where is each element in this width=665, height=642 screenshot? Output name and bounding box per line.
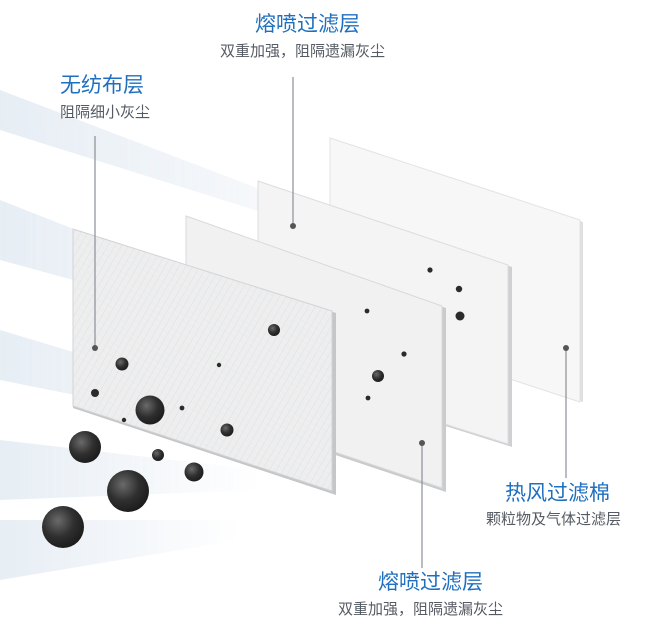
label-meltblown-top-title: 熔喷过滤层 <box>255 12 360 36</box>
label-meltblown-bottom-desc: 双重加强，阻隔遗漏灰尘 <box>338 600 504 618</box>
label-hot-air-cotton-desc: 颗粒物及气体过滤层 <box>486 510 622 528</box>
filter-sheet-nonwoven <box>72 228 336 495</box>
label-leader-lines <box>92 77 569 568</box>
dust-particles <box>42 395 204 548</box>
label-meltblown-top-desc: 双重加强，阻隔遗漏灰尘 <box>220 42 386 60</box>
label-nonwoven-desc: 阻隔细小灰尘 <box>60 103 151 121</box>
label-meltblown-bottom-title: 熔喷过滤层 <box>378 570 483 594</box>
label-nonwoven-title: 无纺布层 <box>60 73 144 97</box>
label-hot-air-cotton-title: 热风过滤棉 <box>505 481 610 505</box>
